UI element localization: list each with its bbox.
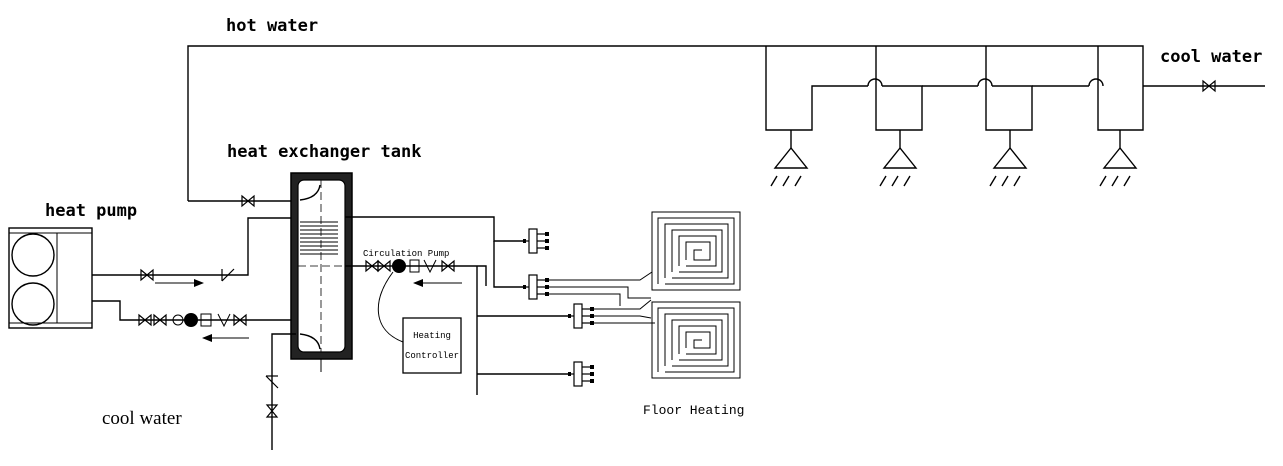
- circulation-pump-icon: [392, 259, 406, 273]
- heat-pump-unit: [8, 227, 93, 329]
- manifold-icon: [522, 274, 550, 300]
- heating-controller: Heating Controller: [402, 317, 462, 374]
- heat-exchanger-tank-label: heat exchanger tank: [227, 142, 421, 162]
- heat-exchanger-tank: [290, 172, 353, 372]
- hot-water-label: hot water: [226, 16, 318, 36]
- floor-heating-label: Floor Heating: [643, 403, 744, 418]
- strainer-icon: [172, 314, 184, 326]
- manifold-icon: [522, 228, 550, 254]
- fan-icon: [11, 282, 55, 326]
- shower-icon: [1099, 129, 1137, 187]
- check-valve-icon: [265, 375, 279, 389]
- fan-icon: [11, 233, 55, 277]
- floor-loop-connections: [549, 271, 655, 324]
- shower-icon: [989, 129, 1027, 187]
- hot-water-line: [187, 45, 1265, 201]
- filter-icon: [409, 259, 420, 273]
- check-valve-icon: [221, 268, 235, 282]
- cool-water-bottom-label: cool water: [102, 408, 182, 429]
- svg-text:Controller: Controller: [405, 351, 459, 361]
- cool-water-top-label: cool water: [1160, 47, 1262, 67]
- floor-heating-loop-bottom: [651, 301, 741, 379]
- manifold-icon: [567, 361, 595, 387]
- svg-text:Heating: Heating: [413, 331, 451, 341]
- floor-heating-loop-top: [651, 211, 741, 291]
- circulation-pump-label: Circulation Pump: [363, 249, 449, 259]
- filter-icon: [200, 313, 212, 327]
- heat-pump-label: heat pump: [45, 201, 137, 221]
- shower-icon: [879, 129, 917, 187]
- manifold-icon: [567, 303, 595, 329]
- pump-icon: [184, 313, 198, 327]
- shower-icon: [770, 129, 808, 187]
